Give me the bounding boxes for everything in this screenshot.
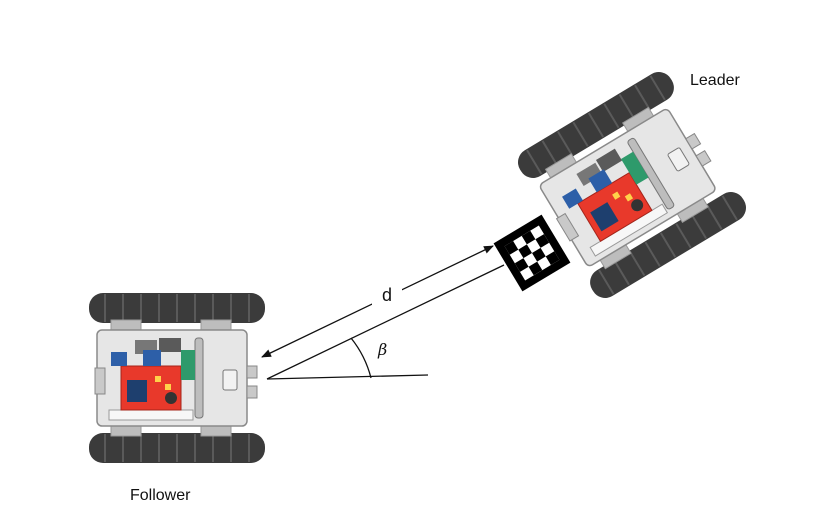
follower-label: Follower xyxy=(130,487,191,504)
angle-arc xyxy=(350,337,372,379)
fiducial-marker xyxy=(493,214,571,292)
angle-label: β xyxy=(377,340,387,359)
distance-label: d xyxy=(382,285,392,305)
follower-robot xyxy=(88,292,266,464)
heading-line xyxy=(266,374,429,380)
sight-line xyxy=(266,264,505,380)
leader-label: Leader xyxy=(690,72,740,89)
